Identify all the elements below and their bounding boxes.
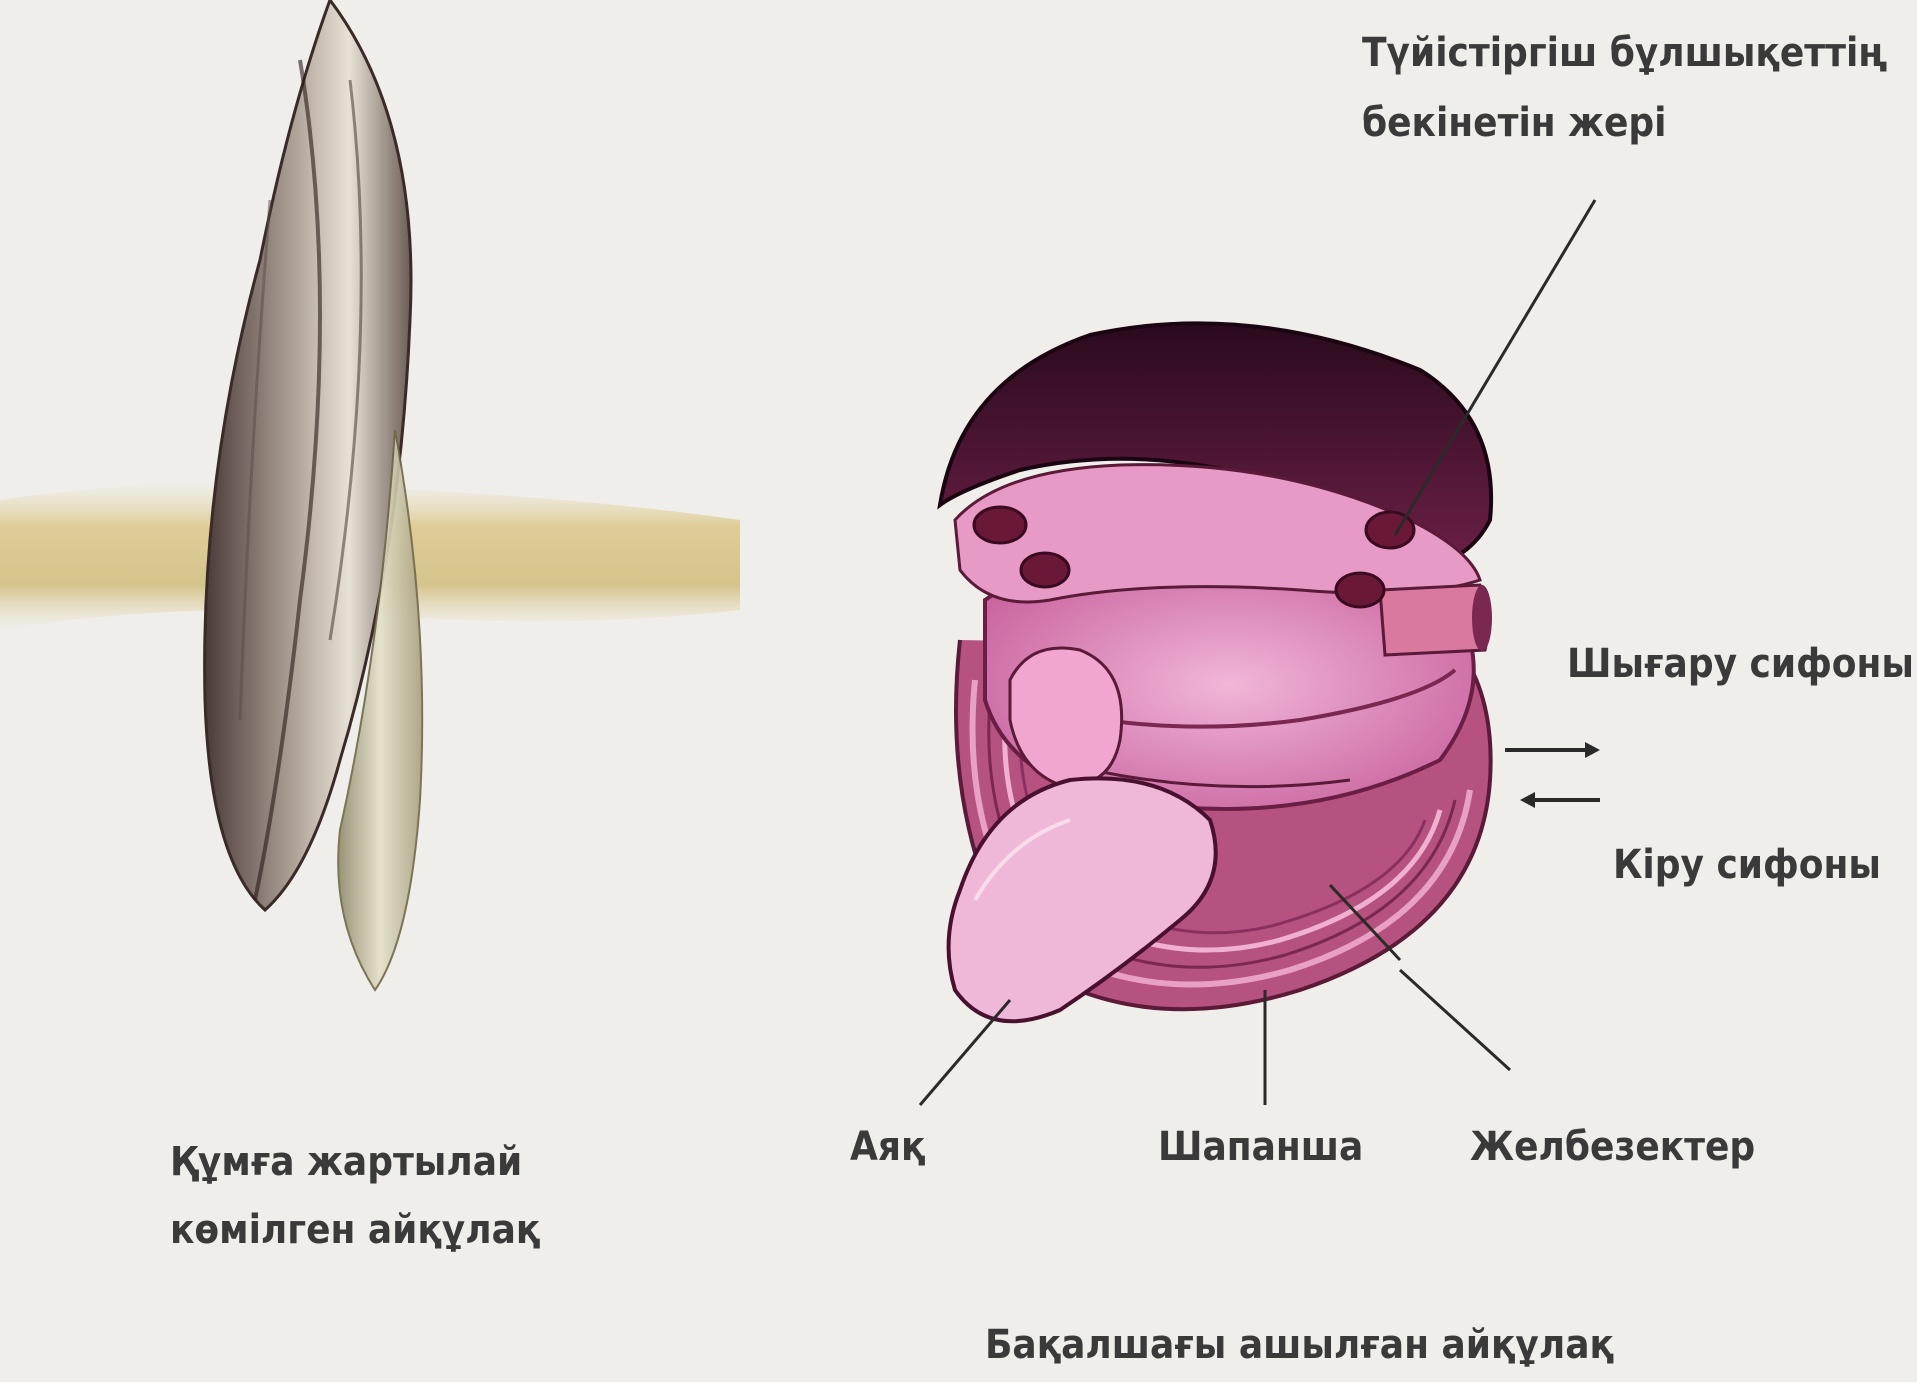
caption-left-line2: көмілген айқұлақ [170, 1203, 540, 1257]
label-gills: Желбезектер [1470, 1120, 1755, 1174]
label-muscle-attachment-line2: бекінетін жері [1362, 96, 1666, 150]
leader-attachment [1395, 200, 1595, 535]
label-muscle-attachment-line1: Түйістіргіш бұлшықеттің [1362, 26, 1887, 80]
leader-gills [1400, 970, 1510, 1070]
opened-clam [940, 323, 1492, 1021]
caption-left-line1: Құмға жартылай [170, 1135, 522, 1189]
siphon-arrows [1505, 742, 1600, 808]
label-foot: Аяқ [850, 1120, 925, 1174]
half-buried-clam [205, 0, 423, 990]
label-mantle: Шапанша [1158, 1120, 1363, 1174]
label-exhalant-siphon: Шығару сифоны [1567, 637, 1914, 691]
label-inhalant-siphon: Кіру сифоны [1613, 838, 1881, 892]
leader-foot [920, 1000, 1010, 1105]
caption-bottom: Бақалшағы ашылған айқұлақ [985, 1318, 1614, 1372]
